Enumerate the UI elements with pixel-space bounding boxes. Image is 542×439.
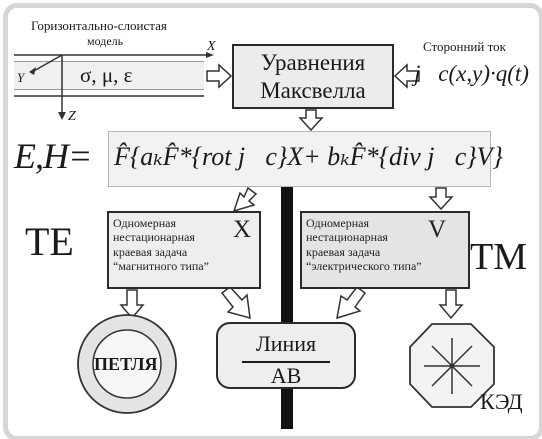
magnetic-task-line-4: “магнитного типа” bbox=[113, 259, 209, 274]
x-axis-arrow bbox=[206, 52, 214, 58]
arrow-model-to-maxwell bbox=[206, 63, 233, 89]
maxwell-line-2: Максвелла bbox=[260, 77, 366, 103]
arrow-maxwell-to-formula bbox=[298, 109, 324, 132]
arrow-formula-to-electric bbox=[428, 187, 454, 211]
center-divider bbox=[281, 186, 293, 429]
arrow-magnetic-to-loop bbox=[119, 289, 145, 320]
ked-center-dot bbox=[449, 363, 455, 369]
tm-label: TM bbox=[470, 236, 527, 278]
magnetic-task-line-1: Одномерная bbox=[113, 216, 176, 230]
layer-band bbox=[14, 62, 204, 89]
magnetic-task-box: Одномерная нестационарная краевая задача… bbox=[107, 211, 261, 289]
arrow-formula-to-magnetic bbox=[232, 186, 258, 213]
arrow-source-to-maxwell bbox=[393, 63, 420, 89]
formula-box bbox=[108, 131, 491, 187]
layered-model bbox=[14, 52, 214, 120]
source-current-label: Сторонний ток bbox=[423, 39, 506, 54]
axis-x-label: X bbox=[207, 39, 216, 54]
line-ab-fraction-bar bbox=[242, 361, 330, 363]
electric-task-box: Одномерная нестационарная краевая задача… bbox=[300, 211, 470, 289]
y-axis-arrow bbox=[29, 67, 36, 75]
arrow-magnetic-to-line bbox=[220, 285, 251, 320]
axis-y-label: Y bbox=[17, 70, 25, 85]
ked-label: КЭД bbox=[480, 389, 523, 414]
axis-z-label: Z bbox=[68, 109, 76, 124]
electric-potential-v: V bbox=[428, 216, 447, 243]
magnetic-task-line-3: краевая задача bbox=[113, 244, 188, 259]
loop-inner-circle bbox=[92, 329, 162, 399]
line-ab-box: Линия АВ bbox=[216, 322, 356, 389]
maxwell-line-1: Уравнения bbox=[260, 50, 366, 76]
magnetic-potential-x: X bbox=[233, 216, 252, 243]
line-ab-denominator: АВ bbox=[270, 363, 302, 388]
source-current-formula: j⃗c(x,y)·q(t) bbox=[414, 61, 529, 86]
layer-model-caption-1: Горизонтально-слоистая bbox=[31, 18, 167, 33]
arrow-electric-to-ked bbox=[438, 289, 464, 320]
line-ab-numerator: Линия bbox=[255, 331, 317, 356]
maxwell-equations-box: Уравнения Максвелла bbox=[232, 44, 394, 109]
arrow-electric-to-line bbox=[336, 285, 367, 320]
formula-lhs: E,H= bbox=[14, 136, 92, 176]
electric-task-line-2: нестационарная bbox=[306, 230, 388, 245]
ked-symbol bbox=[409, 323, 495, 408]
electric-task-line-4: “электрического типа” bbox=[306, 259, 422, 274]
magnetic-task-line-2: нестационарная bbox=[113, 230, 195, 245]
z-axis-arrow bbox=[58, 112, 66, 120]
electric-task-line-1: Одномерная bbox=[306, 216, 369, 230]
layer-model-params: σ, μ, ε bbox=[80, 63, 133, 87]
formula-rhs: F̂{aₖF̂*{rot j⃗c}X+ bₖF̂*{div j⃗c}V} bbox=[114, 142, 503, 171]
te-label: TE bbox=[25, 219, 74, 264]
loop-label: ПЕТЛЯ bbox=[94, 354, 158, 374]
electric-task-line-3: краевая задача bbox=[306, 244, 381, 259]
y-axis bbox=[31, 54, 63, 73]
layer-model-caption-2: модель bbox=[87, 34, 124, 48]
